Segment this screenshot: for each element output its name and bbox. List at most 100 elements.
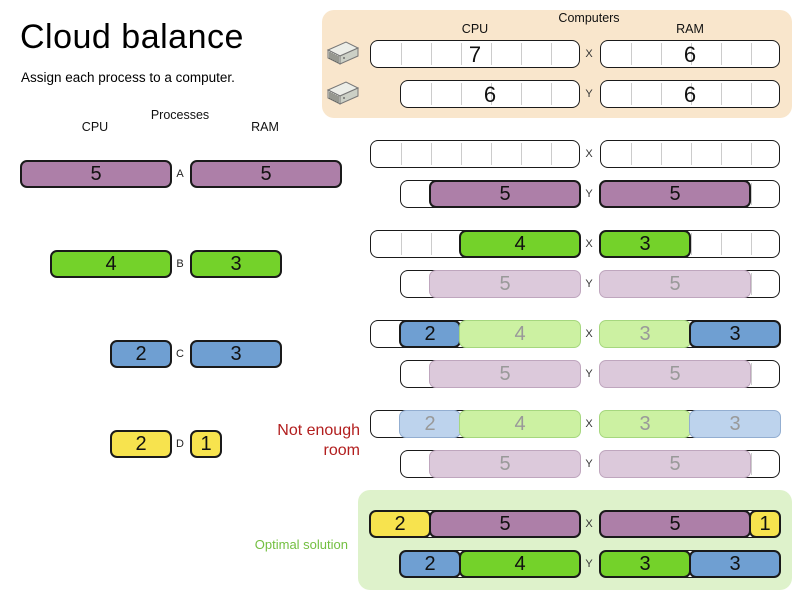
cell-grid-line [720,233,722,255]
cell-grid-line [550,83,552,105]
cell-grid-line [630,43,632,65]
process-A-ram-bar: 5 [190,160,342,188]
computer-label-X: X [585,238,593,250]
process-D-ram-bar: 1 [190,430,222,458]
step-4-Y-cpu-A-bar: 5 [429,450,581,478]
step-3-X-cpu-C-bar: 2 [399,320,461,348]
cell-grid-line [750,233,752,255]
step-4-X-cpu-C-bar: 2 [399,410,461,438]
computer-label-Y: Y [585,88,593,100]
step-5-Y-cpu-C-bar: 2 [399,550,461,578]
process-label-D: D [176,438,184,450]
computer-label-Y: Y [585,278,593,290]
not-enough-room-label: Not enough room [277,422,360,459]
cell-grid-line [460,43,462,65]
cell-grid-line [750,183,752,205]
cell-grid-line [550,143,552,165]
step-2-X-ram-B-bar: 3 [599,230,691,258]
computer-label-Y: Y [585,558,593,570]
step-4-Y-ram-A-bar: 5 [599,450,751,478]
cell-grid-line [660,43,662,65]
computers-header: Computers [558,11,620,25]
cell-grid-line [490,43,492,65]
process-label-A: A [176,168,184,180]
cell-grid-line [690,83,692,105]
step-1-Y-ram-A-bar: 5 [599,180,751,208]
computer-label-X: X [585,518,593,530]
cell-grid-line [750,83,752,105]
optimal-solution-label: Optimal solution [254,537,348,552]
cell-grid-line [660,143,662,165]
computer-label-Y: Y [585,188,593,200]
server-icon [324,79,362,109]
cell-grid-line [690,143,692,165]
cell-grid-line [750,143,752,165]
computer-label-X: X [585,48,593,60]
process-B-cpu-bar: 4 [50,250,172,278]
cell-grid-line [690,233,692,255]
cpu-capacity-value: 7 [468,42,482,67]
computer-X-cpu-capacity-box: 7 [370,40,580,68]
cell-grid-line [750,363,752,385]
computer-X-ram-capacity-box: 6 [600,40,780,68]
process-C-ram-bar: 3 [190,340,282,368]
computer-label-Y: Y [585,368,593,380]
step-4-X-ram-C-bar: 3 [689,410,781,438]
cell-grid-line [690,43,692,65]
subtitle: Assign each process to a computer. [21,70,235,85]
step-5-Y-ram-C-bar: 3 [689,550,781,578]
cell-grid-line [750,43,752,65]
server-icon [324,39,362,69]
step-5-Y-cpu-B-bar: 4 [459,550,581,578]
computer-Y-cpu-capacity-box: 6 [400,80,580,108]
cell-grid-line [430,233,432,255]
step-5-X-cpu-A-bar: 5 [429,510,581,538]
process-B-ram-bar: 3 [190,250,282,278]
process-D-cpu-bar: 2 [110,430,172,458]
cell-grid-line [490,83,492,105]
process-A-cpu-bar: 5 [20,160,172,188]
computers-cpu-header: CPU [461,22,489,36]
cell-grid-line [400,43,402,65]
processes-header: Processes [150,108,210,122]
cell-grid-line [430,43,432,65]
process-C-cpu-bar: 2 [110,340,172,368]
step-3-X-ram-C-bar: 3 [689,320,781,348]
cell-grid-line [460,143,462,165]
computer-label-X: X [585,328,593,340]
step-4-X-cpu-B-bar: 4 [459,410,581,438]
cell-grid-line [750,273,752,295]
step-2-Y-ram-A-bar: 5 [599,270,751,298]
step-3-X-cpu-B-bar: 4 [459,320,581,348]
computer-label-X: X [585,148,593,160]
ram-capacity-value: 6 [683,42,697,67]
step-1-Y-cpu-A-bar: 5 [429,180,581,208]
cell-grid-line [520,43,522,65]
computer-Y-ram-capacity-box: 6 [600,80,780,108]
cell-grid-line [430,83,432,105]
cell-grid-line [750,453,752,475]
cell-grid-line [720,43,722,65]
step-5-X-cpu-D-bar: 2 [369,510,431,538]
cell-grid-line [520,83,522,105]
step-1-X-cpu-box [370,140,580,168]
cell-grid-line [520,143,522,165]
process-label-C: C [176,348,184,360]
process-cpu-header: CPU [81,120,109,134]
computer-label-Y: Y [585,458,593,470]
cell-grid-line [460,83,462,105]
page-title: Cloud balance [20,18,244,56]
cpu-capacity-value: 6 [483,82,497,107]
cell-grid-line [400,143,402,165]
cell-grid-line [720,83,722,105]
cell-grid-line [400,233,402,255]
step-5-Y-ram-B-bar: 3 [599,550,691,578]
step-5-X-ram-D-bar: 1 [749,510,781,538]
computers-ram-header: RAM [676,22,704,36]
cell-grid-line [720,143,722,165]
computer-label-X: X [585,418,593,430]
ram-capacity-value: 6 [683,82,697,107]
cell-grid-line [430,143,432,165]
step-2-X-cpu-B-bar: 4 [459,230,581,258]
